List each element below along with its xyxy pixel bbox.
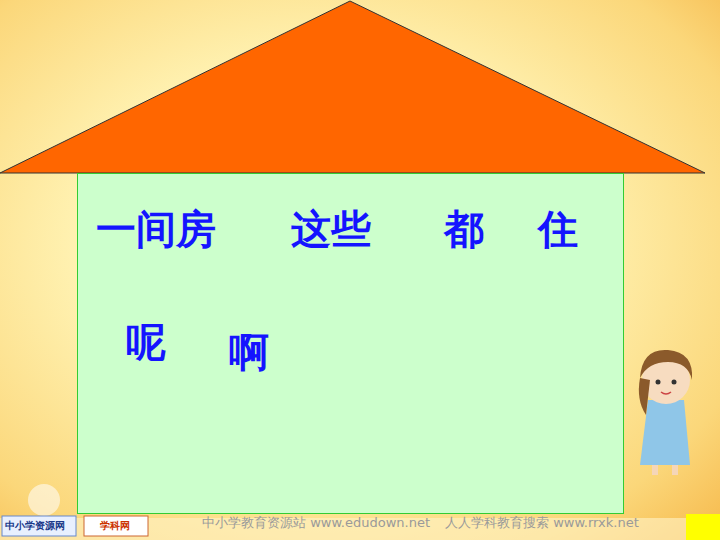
watermark: 中小学教育资源站 www.edudown.net: [202, 514, 430, 532]
corner-square: [686, 514, 720, 540]
logo-box: [84, 516, 148, 536]
word-card: 呢: [126, 319, 166, 365]
word-card: 一间房: [96, 206, 216, 252]
roof: [0, 1, 705, 173]
logo-text: 学科网: [100, 519, 130, 533]
logo-mark: [28, 484, 60, 516]
girl-figure: [639, 350, 692, 475]
word-card: 住: [538, 206, 578, 252]
house-body: 一间房 这些 都 住呢 啊: [77, 173, 624, 514]
logo-box: [2, 516, 76, 536]
word-card: 都: [444, 206, 484, 252]
watermark: 人人学科教育搜索 www.rrxk.net: [445, 514, 639, 532]
word-card: 啊: [229, 329, 269, 375]
word-card: 这些: [291, 206, 371, 252]
logo-text: 中小学资源网: [5, 519, 65, 533]
